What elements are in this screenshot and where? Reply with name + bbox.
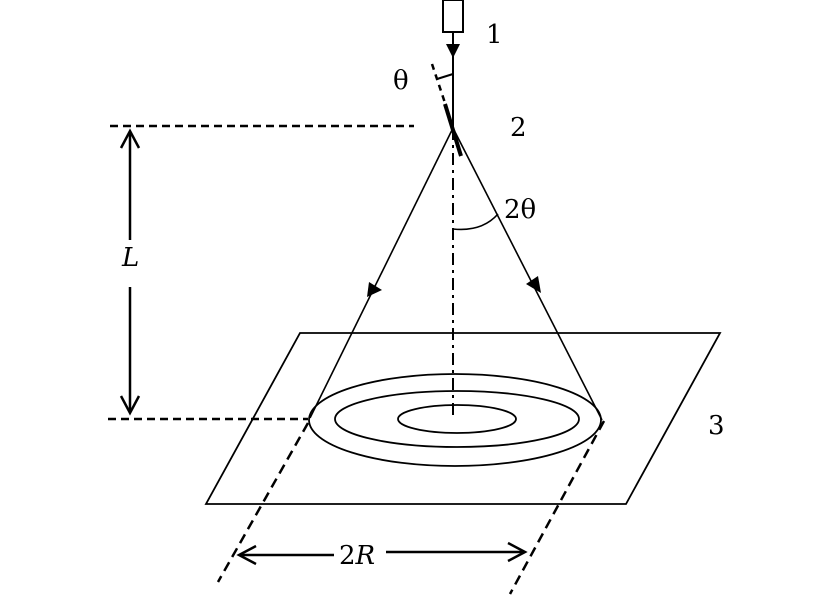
ring-outer: [308, 373, 602, 467]
ring-inner: [397, 404, 517, 434]
label-crystal: 2: [510, 113, 527, 143]
distance-arrow-head-bottom: [119, 395, 141, 416]
label-distance: L: [121, 243, 139, 273]
ring-middle: [334, 390, 580, 448]
label-diameter: 2R: [339, 541, 375, 571]
diffracted-ray-right-arrow: [526, 276, 541, 293]
theta-angle-arc: [436, 73, 454, 80]
diffracted-ray-left: [309, 127, 454, 419]
label-screen: 3: [708, 411, 725, 441]
screen-plane: [204, 332, 722, 505]
cone-extension-right: [508, 420, 606, 595]
label-theta: θ: [393, 66, 409, 96]
source-tube: [442, 0, 464, 33]
label-source: 1: [486, 20, 503, 50]
diameter-arrow-head-right: [507, 541, 528, 563]
diameter-arrow-head-left: [236, 544, 257, 566]
cone-extension-left: [216, 422, 310, 583]
label-two-theta: 2θ: [504, 195, 536, 225]
crystal-normal-dashed: [430, 63, 448, 107]
diffracted-ray-right: [452, 127, 603, 421]
diffracted-ray-left-arrow: [367, 282, 382, 297]
two-theta-angle-arc: [452, 213, 499, 231]
incident-beam-arrow: [446, 44, 460, 58]
distance-arrow-head-top: [119, 128, 141, 149]
